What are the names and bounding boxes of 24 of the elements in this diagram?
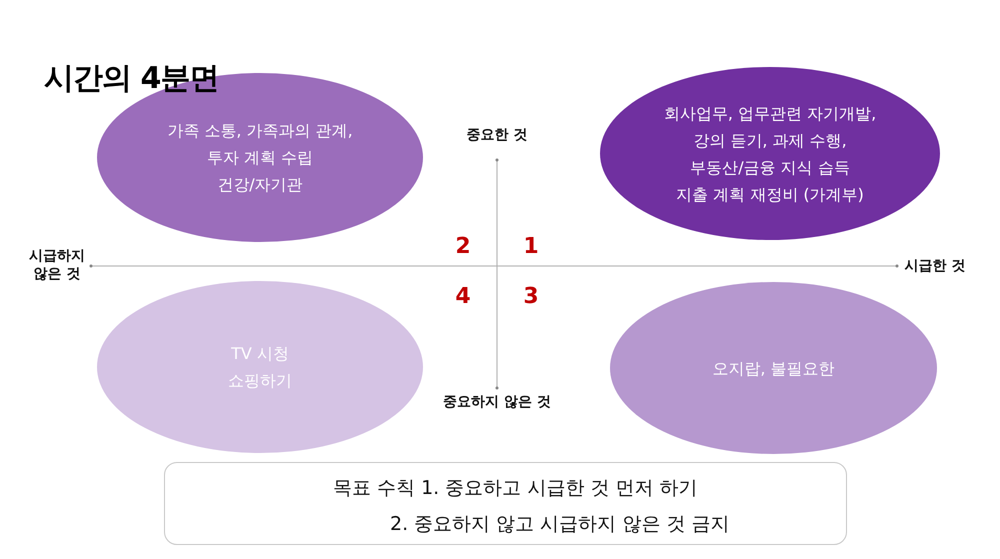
quadrant-number: 3 bbox=[523, 285, 539, 309]
ellipse-text: 강의 듣기, 과제 수행, bbox=[693, 130, 847, 152]
ellipse-text: 쇼핑하기 bbox=[228, 370, 292, 392]
ellipse-text: 건강/자기관 bbox=[217, 174, 303, 196]
ellipse-text: 부동산/금융 지식 습득 bbox=[690, 156, 850, 178]
ellipse-text: 투자 계획 수립 bbox=[206, 147, 314, 169]
quadrant-ellipse bbox=[610, 282, 937, 454]
quadrant-number: 1 bbox=[523, 235, 539, 259]
quadrant-number: 4 bbox=[455, 285, 471, 309]
axis-label: 중요한 것 bbox=[466, 126, 528, 144]
note-text: 2. 중요하지 않고 시급하지 않은 것 금지 bbox=[390, 512, 730, 536]
ellipse-text: 가족 소통, 가족과의 관계, bbox=[167, 120, 353, 142]
note-box bbox=[164, 462, 847, 545]
quadrant-ellipse bbox=[97, 281, 423, 453]
quadrant-number: 2 bbox=[455, 235, 471, 259]
ellipse-text: 지출 계획 재정비 (가계부) bbox=[676, 184, 864, 206]
ellipse-text: 회사업무, 업무관련 자기개발, bbox=[664, 102, 876, 124]
note-text: 목표 수칙 1. 중요하고 시급한 것 먼저 하기 bbox=[333, 476, 698, 500]
axis-label: 중요하지 않은 것 bbox=[443, 393, 551, 411]
quadrant-ellipse bbox=[600, 67, 940, 240]
ellipse-text: 오지랍, 불필요한 bbox=[712, 358, 835, 380]
ellipse-text: TV 시청 bbox=[231, 343, 289, 365]
axis-label: 시급한 것 bbox=[904, 257, 966, 275]
axis-label: 시급하지 않은 것 bbox=[28, 247, 86, 283]
